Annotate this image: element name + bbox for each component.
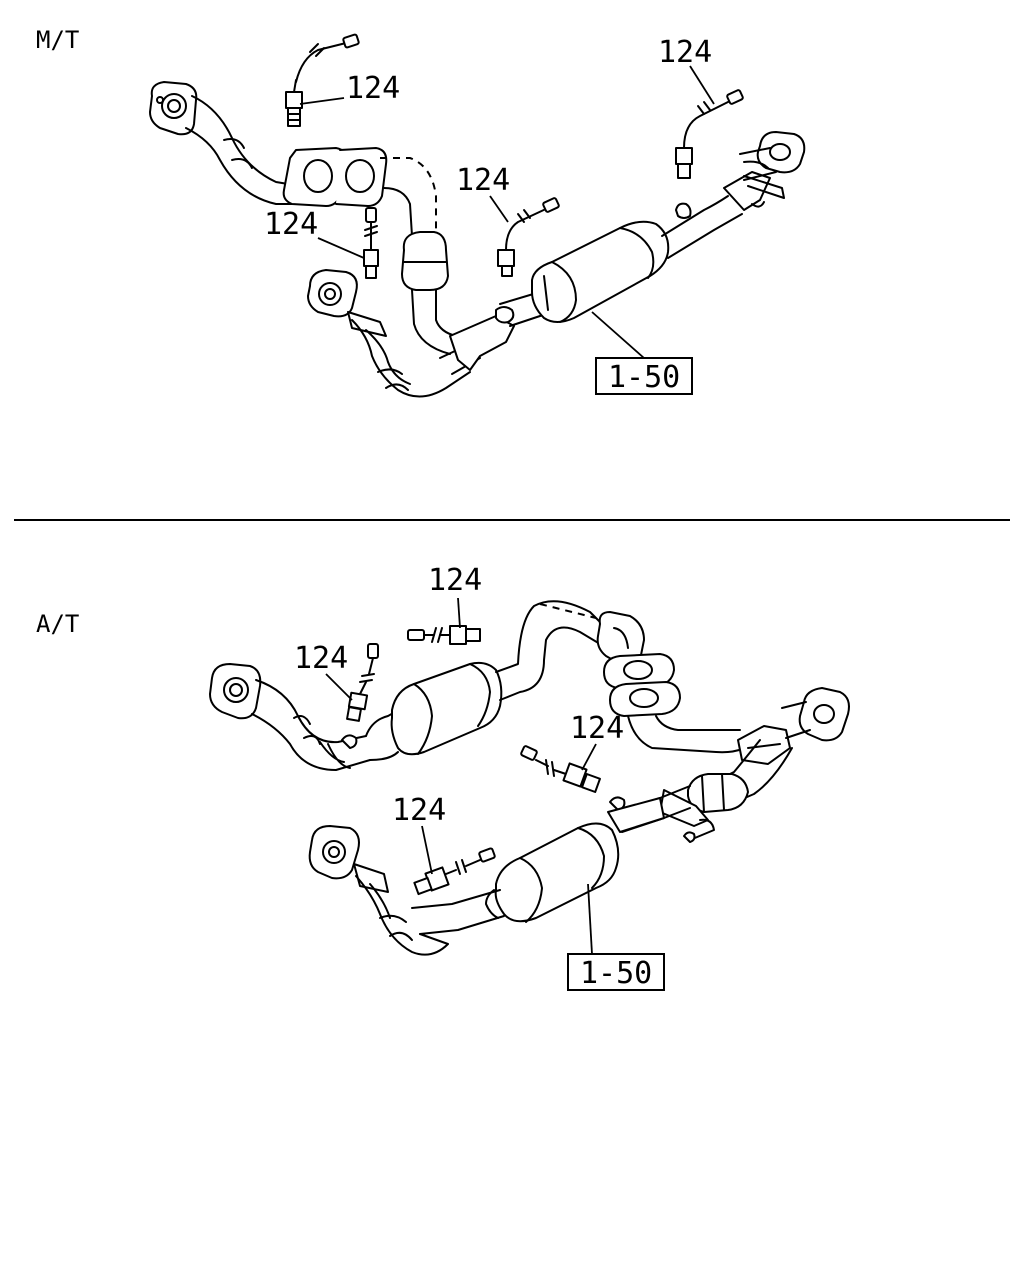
at-upper-converter [365, 661, 503, 761]
section-label-mt: M/T [36, 26, 79, 54]
mt-callout-1-50-text: 1-50 [608, 360, 680, 395]
mt-callout-124-c-leader [489, 195, 509, 223]
mt-callout-124-c-text: 124 [456, 163, 510, 198]
mt-gasket-pair [282, 147, 388, 207]
mt-flange-right [307, 269, 358, 318]
at-flange-upper-left [209, 663, 262, 720]
at-callout-124-a-leader [457, 597, 461, 629]
at-callout-1-50-text: 1-50 [580, 956, 652, 991]
mt-callout-124-a-leader [299, 97, 345, 105]
mt-callout-124-b-text: 124 [264, 207, 318, 242]
at-callout-124-d-leader [421, 825, 433, 875]
mt-sensor-4 [675, 89, 744, 179]
at-callout-124-c-leader [581, 743, 597, 771]
at-callout-124-b-leader [325, 673, 353, 701]
at-flange-lower-left [308, 825, 360, 880]
mt-callout-124-a-text: 124 [346, 71, 400, 106]
mt-callout-1-50-leader [591, 311, 645, 359]
mt-exhaust-assembly [149, 81, 806, 398]
at-flange-right [798, 687, 850, 742]
mt-sensor-3 [497, 197, 560, 277]
at-sensor-2 [346, 643, 379, 722]
at-gasket-pair [603, 653, 681, 717]
mt-flange-left [149, 81, 198, 136]
at-sensor-1 [407, 625, 481, 645]
at-sensor-3 [520, 745, 601, 793]
mt-callout-124-b-leader [317, 237, 365, 259]
at-callout-124-c-text: 124 [570, 711, 624, 746]
at-callout-124-a-text: 124 [428, 563, 482, 598]
mt-sensor-1 [285, 33, 360, 127]
at-callout-1-50-leader [587, 883, 593, 955]
mt-flange-rear [756, 131, 806, 174]
section-label-at: A/T [36, 610, 79, 638]
mt-main-converter [531, 220, 670, 323]
mt-front-catalyst [401, 231, 449, 291]
at-callout-124-d-text: 124 [392, 793, 446, 828]
at-exhaust-assembly [209, 600, 850, 956]
mt-callout-124-d-leader [689, 65, 715, 105]
at-callout-124-b-text: 124 [294, 641, 348, 676]
mt-sensor-2 [363, 207, 379, 279]
at-sensor-4 [413, 847, 496, 896]
at-lower-converter [494, 822, 620, 923]
mt-callout-124-d-text: 124 [658, 35, 712, 70]
at-callout-1-50-box [567, 953, 665, 991]
